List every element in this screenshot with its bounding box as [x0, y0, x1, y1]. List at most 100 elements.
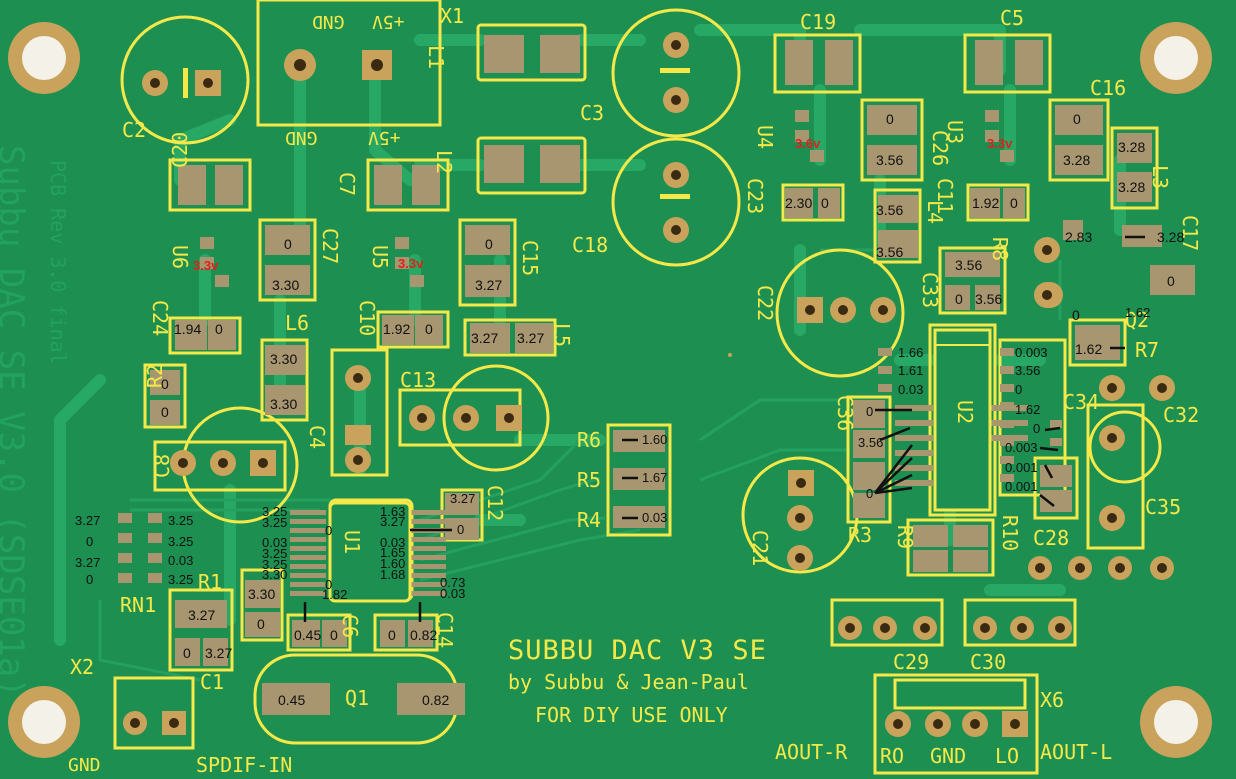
label-q1: Q1: [345, 686, 370, 710]
ic-bodies: [328, 328, 992, 603]
meas-u1-l6: 3.30: [262, 567, 288, 582]
label-l4: L4: [923, 200, 947, 225]
meas-rn1-l4: 0: [86, 572, 94, 587]
label-gnd-x6: GND: [930, 744, 967, 768]
label-c8: C8: [150, 453, 174, 478]
label-gnd-top: GND: [312, 11, 345, 32]
meas-c14-a: 0: [388, 627, 396, 643]
label-c29: C29: [893, 650, 930, 674]
meas-u1-r6: 1.68: [380, 567, 406, 582]
label-c2: C2: [122, 118, 147, 142]
meas-c17-a: 3.28: [1157, 229, 1185, 245]
label-u5: U5: [368, 245, 392, 270]
label-c13: C13: [400, 368, 437, 392]
label-c30: C30: [970, 650, 1007, 674]
meas-c14-b: 0.82: [410, 627, 438, 643]
meas-c26-b: 3.56: [876, 152, 904, 168]
annot-u5-voltage: 3.3v: [398, 256, 424, 271]
label-r8: R8: [988, 237, 1012, 262]
label-x6: X6: [1040, 688, 1065, 712]
meas-u1-r4: 1.65: [380, 545, 406, 560]
label-r9: R9: [893, 525, 917, 550]
label-q2: Q2: [1125, 308, 1150, 332]
meas-u2-p4: 1.62: [1015, 402, 1041, 417]
label-c32: C32: [1163, 403, 1200, 427]
meas-c15-b: 3.27: [475, 277, 503, 293]
through-hole-pads: [123, 32, 1175, 737]
label-c36: C36: [833, 395, 857, 432]
label-5v-bottom: +5V: [368, 127, 401, 148]
meas-u1-r3: 0.03: [380, 535, 406, 550]
meas-r8-c: 3.56: [975, 291, 1003, 307]
meas-c4-a: 3.30: [248, 586, 276, 602]
meas-c15-a: 0: [485, 236, 493, 252]
label-gnd-bottom: GND: [285, 127, 318, 148]
label-c22: C22: [753, 285, 777, 322]
meas-c10-a: 1.92: [383, 321, 411, 337]
meas-rn1-r2: 3.25: [168, 534, 194, 549]
label-lo: LO: [995, 744, 1020, 768]
meas-l6-b: 3.30: [270, 396, 298, 412]
label-c16: C16: [1090, 76, 1127, 100]
meas-u2-p5: 0: [1033, 421, 1041, 436]
meas-l5-a: 3.27: [471, 330, 499, 346]
meas-c23-b: 0: [821, 195, 829, 211]
label-l3: L3: [1148, 165, 1172, 190]
board-title: SUBBU DAC V3 SE: [508, 635, 767, 666]
meas-c27-b: 3.30: [272, 277, 300, 293]
meas-u2-p2: 3.56: [1015, 363, 1041, 378]
label-c12: C12: [483, 485, 507, 522]
label-c6: C6: [338, 614, 362, 639]
meas-u1-f2: 0.03: [440, 586, 466, 601]
meas-u1-l1: 3.25: [262, 504, 288, 519]
label-c14: C14: [433, 612, 457, 649]
meas-c1-b: 3.27: [205, 645, 233, 661]
meas-q2-a: 2.83: [1065, 229, 1093, 245]
label-c28: C28: [1033, 526, 1070, 550]
meas-l6-a: 3.30: [270, 351, 298, 367]
label-c3: C3: [580, 101, 605, 125]
label-c26: C26: [928, 130, 952, 167]
mounting-holes: [8, 22, 1212, 758]
meas-u2-p7: 0.001: [1005, 460, 1038, 475]
label-l2: L2: [432, 150, 456, 175]
label-r5: R5: [577, 468, 602, 492]
meas-l5-b: 3.27: [517, 330, 545, 346]
meas-rn1-l3: 3.27: [75, 555, 101, 570]
meas-r5: 1.67: [642, 470, 668, 485]
label-l5: L5: [550, 323, 574, 348]
meas-c11-a: 1.92: [972, 195, 1000, 211]
label-c27: C27: [318, 228, 342, 265]
label-gnd-x2: GND: [68, 755, 101, 776]
meas-u2-r3: 0.03: [898, 382, 924, 397]
meas-r8-b: 0: [955, 291, 963, 307]
label-c4: C4: [305, 425, 329, 450]
meas-u2-l3: 0: [866, 486, 874, 501]
meas-r7: 1.62: [1075, 341, 1103, 357]
label-ro: RO: [880, 744, 905, 768]
meas-u2-r1: 1.66: [898, 345, 924, 360]
meas-c6-a: 0.45: [294, 627, 322, 643]
meas-u2-p1: 0.003: [1015, 345, 1048, 360]
meas-q2-b: 0: [1072, 307, 1080, 323]
label-r3: R3: [848, 523, 873, 547]
meas-r2-a: 0: [161, 376, 169, 392]
meas-r6: 1.60: [642, 432, 668, 447]
meas-u2-r2: 1.61: [898, 363, 924, 378]
meas-u2-p3: 0: [1015, 382, 1023, 397]
label-spdif-in: SPDIF-IN: [196, 753, 293, 777]
meas-u1-f1: 0.73: [440, 575, 466, 590]
label-r1: R1: [198, 570, 223, 594]
label-aout-r: AOUT-R: [775, 740, 848, 764]
meas-l3-a: 3.28: [1118, 139, 1146, 155]
meas-u1-m3: 1.82: [322, 587, 348, 602]
annot-u4-voltage: 3.6v: [795, 136, 821, 151]
meas-rn1-r1: 3.25: [168, 513, 194, 528]
meas-u1-r1: 1.63: [380, 504, 406, 519]
meas-u2-p6: 0.003: [1005, 440, 1038, 455]
meas-l3-b: 3.28: [1118, 179, 1146, 195]
smd-pads: [118, 35, 1195, 715]
meas-c10-b: 0: [425, 321, 433, 337]
label-r7: R7: [1135, 338, 1160, 362]
meas-u2-p8: 0.001: [1005, 479, 1038, 494]
